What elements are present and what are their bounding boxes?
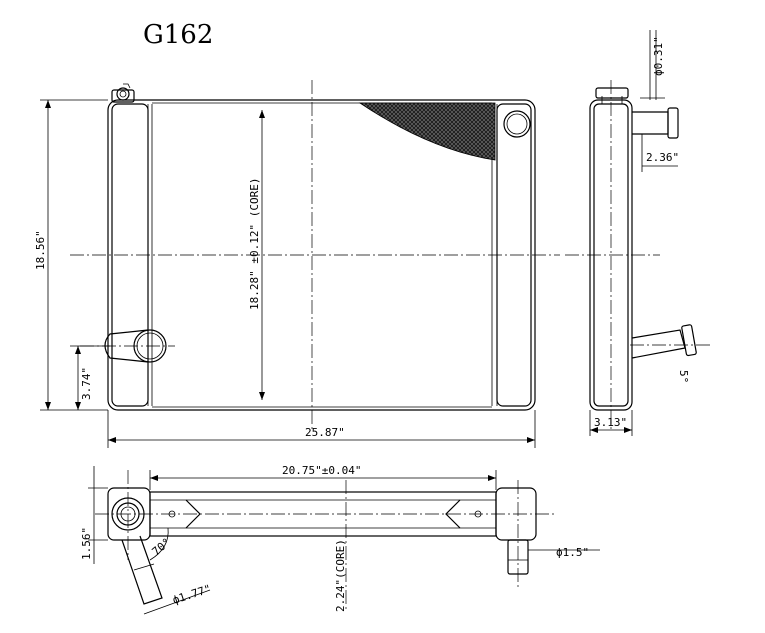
core-height-label: 18.28" ±0.12" (CORE) — [248, 178, 261, 310]
core-fin-detail — [358, 102, 496, 161]
drawing-title: G162 — [143, 20, 213, 50]
bottom-angle-label: 70° — [150, 536, 174, 559]
lower-outlet-height-label: 3.74" — [80, 367, 93, 400]
side-view — [565, 80, 710, 430]
upper-right-port — [503, 110, 531, 138]
side-outlet-angle-label: 5° — [677, 370, 690, 383]
overall-width-label: 25.87" — [305, 426, 345, 439]
bottom-dimensions: 20.75"±0.04" 1.56" 70° 2.24"(CORE) ϕ1.77… — [80, 464, 600, 615]
side-inlet-offset-label: 2.36" — [646, 151, 679, 164]
side-lower-pipe — [631, 329, 686, 359]
overall-height-label: 18.56" — [34, 230, 47, 270]
side-depth-label: 3.13" — [594, 416, 627, 429]
front-view — [70, 80, 560, 430]
bottom-view — [95, 470, 555, 610]
filler-cap — [111, 83, 135, 103]
bottom-right-pipe-dia-label: ϕ1.5" — [556, 546, 589, 559]
side-upper-pipe — [632, 111, 669, 135]
cap-diameter-label: ϕ0.31" — [652, 36, 665, 76]
bottom-angled-pipe — [121, 535, 163, 605]
bottom-left-pipe-dia-label: ϕ1.77" — [171, 582, 213, 607]
front-dimensions: 18.56" 18.28" ±0.12" (CORE) 3.74" 25.87" — [34, 99, 536, 448]
side-dimensions: ϕ0.31" 2.36" 5° 3.13" — [589, 30, 690, 436]
side-cap — [595, 87, 629, 99]
right-flow-chevron — [445, 499, 461, 529]
bottom-core-depth-label: 2.24"(CORE) — [334, 539, 347, 612]
top-core-width-label: 20.75"±0.04" — [282, 464, 361, 477]
bottom-left-height-label: 1.56" — [80, 527, 93, 560]
